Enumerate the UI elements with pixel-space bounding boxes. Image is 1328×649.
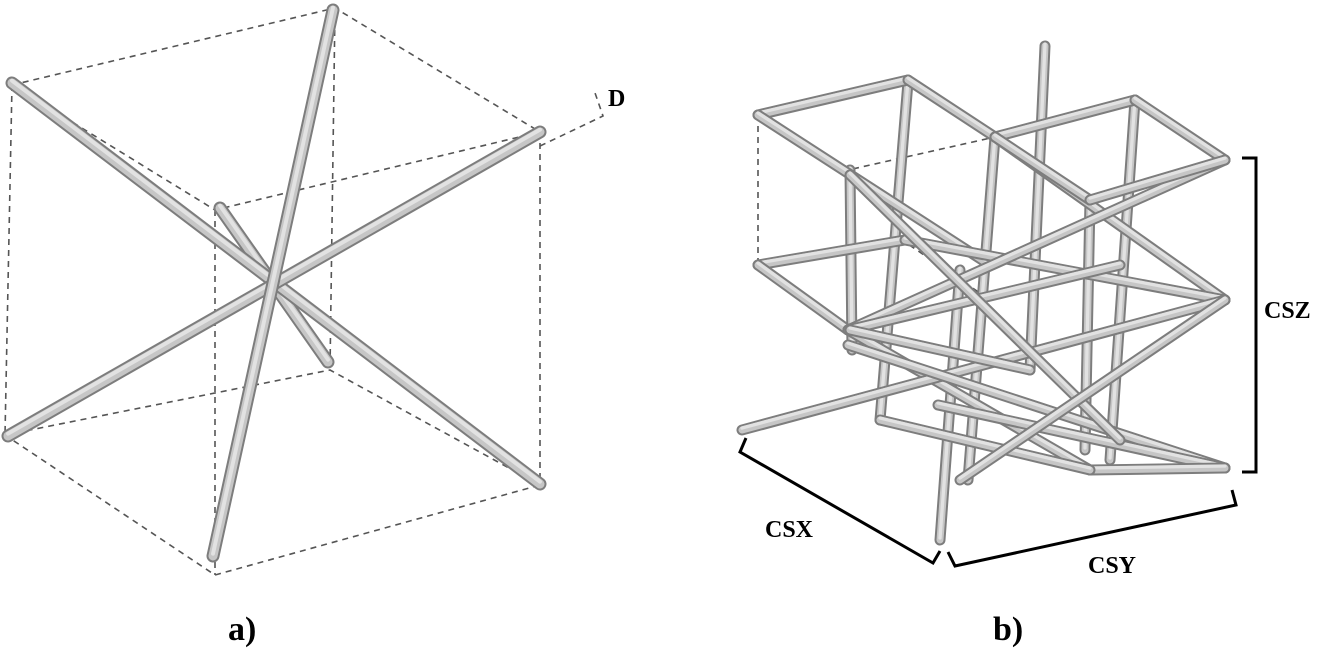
lattice-strut [752, 109, 996, 271]
lattice-strut [902, 74, 1001, 143]
lattice-strut [1084, 462, 1231, 476]
unit-cell-bounding-box [4, 7, 543, 576]
lattice-strut [954, 294, 1231, 486]
lattice-strut [844, 324, 1036, 376]
panel-a-label: a) [228, 611, 256, 648]
lattice-strut [752, 74, 914, 121]
panel-b-label: b) [993, 611, 1023, 648]
unit-cell-diagram: D a) [1, 3, 625, 648]
lattice-strut [844, 164, 858, 356]
lattice-strut [1084, 154, 1231, 206]
lattice-strut [874, 414, 1096, 476]
csy-label: CSY [1088, 553, 1136, 579]
diameter-label: D [608, 86, 625, 112]
lattice-strut [989, 94, 1141, 143]
cell-size-z-bracket [1242, 156, 1258, 474]
lattice-strut [842, 339, 1231, 474]
lattice-strut [752, 259, 854, 336]
cell-size-y-bracket [946, 489, 1238, 568]
lattice-strut [752, 234, 911, 271]
lattice-strut [874, 76, 914, 426]
lattice-block-diagram: CSX CSY CSZ b) [736, 40, 1311, 648]
unit-cell-strut [206, 3, 340, 563]
cell-size-x-bracket [738, 437, 942, 566]
lattice-struts [736, 40, 1231, 546]
lattice-strut [842, 154, 1231, 336]
lattice-strut [899, 234, 1231, 306]
csz-label: CSZ [1264, 298, 1311, 324]
unit-cell-struts [1, 3, 547, 563]
lattice-strut [842, 259, 1126, 336]
lattice-strut [1129, 94, 1231, 166]
lattice-strut [932, 399, 1231, 474]
lattice-strut [1024, 40, 1051, 376]
diameter-callout: D [539, 86, 625, 147]
csx-label: CSX [765, 517, 814, 543]
lattice-strut [989, 131, 1096, 206]
